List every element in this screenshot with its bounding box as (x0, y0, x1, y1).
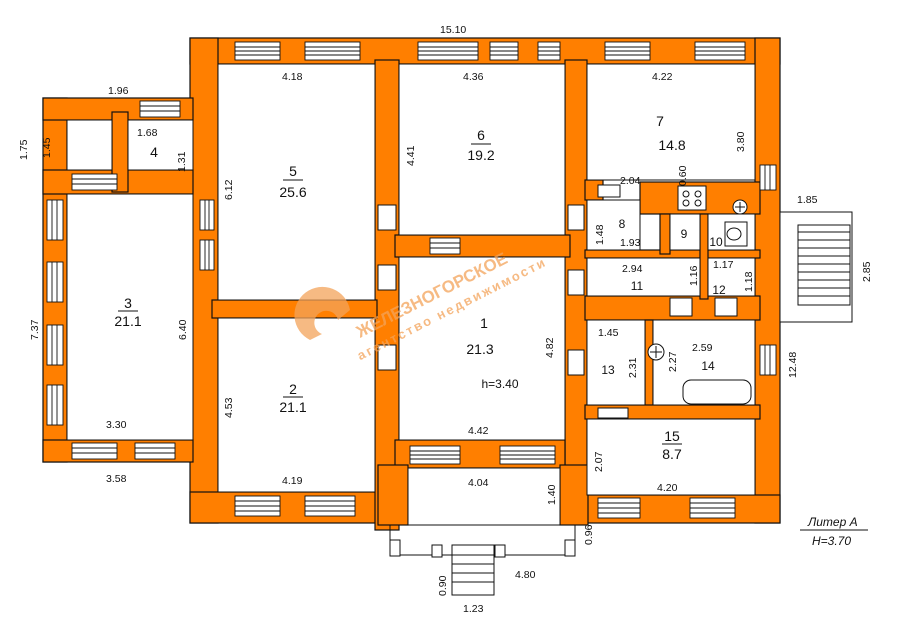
dim-r15-h: 2.07 (593, 451, 605, 472)
room-15-number: 15 (664, 428, 680, 444)
dim-step-d: 0.90 (437, 575, 449, 596)
dim-r15-bottom: 4.20 (657, 482, 678, 494)
dim-r8-w: 1.93 (620, 237, 641, 249)
dim-r11-w: 2.94 (622, 263, 643, 275)
room-5-number: 5 (289, 163, 297, 179)
room-2-number: 2 (289, 381, 297, 397)
dim-r4-top: 1.96 (108, 85, 129, 97)
legend-litera: Литер А (807, 515, 858, 529)
dim-kitchen-b: 0.60 (677, 165, 689, 186)
fixtures (647, 185, 752, 405)
windows (46, 41, 777, 519)
room-13-number: 13 (601, 363, 615, 377)
room-3-area: 21.1 (114, 313, 141, 329)
room-6-area: 19.2 (467, 147, 494, 163)
dim-r14-w: 2.59 (692, 342, 713, 354)
dim-r6-height: 4.41 (405, 145, 417, 166)
dim-r1-bottom-inner: 4.42 (468, 425, 489, 437)
watermark-logo-icon (294, 286, 350, 340)
room-1-number: 1 (480, 315, 488, 331)
dim-r4-side-inner: 1.45 (41, 137, 53, 158)
room-3-number: 3 (124, 295, 132, 311)
porch (389, 525, 576, 596)
dim-stair-w: 1.85 (797, 194, 818, 206)
dim-porch-depth: 1.40 (546, 484, 558, 505)
room-12-number: 12 (712, 283, 726, 297)
dim-r2-bottom: 4.19 (282, 475, 303, 487)
dim-kitchen-a: 2.04 (620, 175, 641, 187)
dim-right-side: 12.48 (787, 352, 799, 378)
room-1-height: h=3.40 (481, 377, 518, 391)
dim-r3-height-inner: 6.40 (177, 319, 189, 340)
dim-step-w: 1.23 (463, 603, 484, 615)
dimension-labels: 15.10 1.96 1.75 1.45 1.68 1.31 4.18 6.12… (18, 24, 873, 615)
dim-r11-h: 1.16 (688, 265, 700, 286)
side-stairs (779, 211, 853, 323)
room-interiors (66, 63, 756, 526)
dim-r13-w: 1.45 (598, 327, 619, 339)
dim-r14-h: 2.27 (667, 351, 679, 372)
dim-r5-top: 4.18 (282, 71, 303, 83)
stove-icon (677, 185, 707, 211)
dim-r6-top: 4.36 (463, 71, 484, 83)
room-1-area: 21.3 (466, 341, 493, 357)
dim-r7-top: 4.22 (652, 71, 673, 83)
dim-r5-height: 6.12 (223, 179, 235, 200)
dim-r12-h: 1.18 (743, 271, 755, 292)
bathtub-icon (682, 379, 752, 405)
room-4-number: 4 (150, 144, 158, 160)
dim-r12-w: 1.17 (713, 259, 734, 271)
room-8-number: 8 (619, 217, 626, 231)
room-15-area: 8.7 (662, 446, 682, 462)
room-9-number: 9 (681, 227, 688, 241)
dim-porch-side: 0.96 (583, 524, 595, 545)
door-marks (377, 184, 738, 419)
room-7-area: 14.8 (658, 137, 685, 153)
room-7-number: 7 (656, 113, 664, 129)
dim-r1-height: 4.82 (544, 337, 556, 358)
dim-r3-height-outer: 7.37 (29, 319, 41, 340)
room-11-number: 11 (631, 279, 644, 293)
dim-stair-h: 2.85 (861, 261, 873, 282)
dim-r1-bottom-outer: 4.04 (468, 477, 489, 489)
room-6-number: 6 (477, 127, 485, 143)
dim-r4-width: 1.68 (137, 127, 158, 139)
room-14-number: 14 (701, 359, 715, 373)
dim-r3-bottom-inner: 3.30 (106, 419, 127, 431)
dim-r13-h: 2.31 (627, 357, 639, 378)
legend-height: Н=3.70 (812, 534, 851, 548)
room-2-area: 21.1 (279, 399, 306, 415)
room-labels: 5 25.6 6 19.2 7 14.8 3 21.1 4 2 21.1 1 2… (114, 113, 726, 462)
dim-r8-h: 1.48 (594, 224, 606, 245)
dim-r4-height: 1.31 (176, 151, 188, 172)
dim-r2-height: 4.53 (223, 397, 235, 418)
dim-r3-bottom-outer: 3.58 (106, 473, 127, 485)
dim-porch-front: 4.80 (515, 569, 536, 581)
entrance-steps (451, 544, 495, 596)
dim-r4-side-outer: 1.75 (18, 139, 30, 160)
room-10-number: 10 (709, 235, 723, 249)
legend: Литер А Н=3.70 (800, 515, 868, 548)
dim-total-width: 15.10 (440, 24, 466, 36)
dim-r7-height: 3.80 (735, 131, 747, 152)
room-5-area: 25.6 (279, 184, 306, 200)
